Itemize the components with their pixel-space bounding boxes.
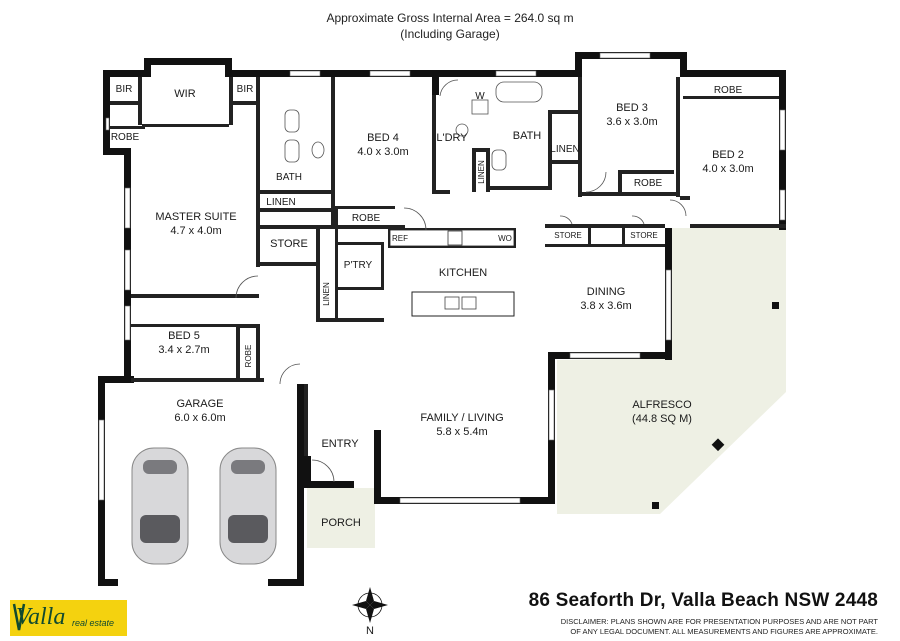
car-icon bbox=[131, 447, 189, 565]
label-pantry: P'TRY bbox=[344, 260, 373, 271]
label-robe-bed2: ROBE bbox=[714, 85, 743, 96]
label-garage-dims: 6.0 x 6.0m bbox=[174, 412, 225, 424]
label-bed3-dims: 3.6 x 3.0m bbox=[606, 116, 657, 128]
label-robe-bed4: ROBE bbox=[352, 213, 381, 224]
label-linen-laundry: LINEN bbox=[477, 160, 486, 184]
label-ref: REF bbox=[392, 234, 408, 243]
label-bed2-dims: 4.0 x 3.0m bbox=[702, 163, 753, 175]
label-store-center: STORE bbox=[270, 238, 308, 250]
compass-label: N bbox=[366, 625, 374, 637]
label-linen-ensuite: LINEN bbox=[266, 197, 295, 208]
label-robe-master: ROBE bbox=[111, 132, 140, 143]
kitchen-bench bbox=[389, 229, 515, 247]
label-bed3-name: BED 3 bbox=[616, 102, 648, 114]
label-kitchen: KITCHEN bbox=[439, 267, 487, 279]
label-linen-hall: LINEN bbox=[322, 282, 331, 306]
porch-area bbox=[307, 488, 375, 548]
label-bed4-name: BED 4 bbox=[367, 132, 399, 144]
label-family-dims: 5.8 x 5.4m bbox=[436, 426, 487, 438]
label-bed5-name: BED 5 bbox=[168, 330, 200, 342]
area-subtitle: (Including Garage) bbox=[400, 27, 500, 41]
label-wir: WIR bbox=[174, 88, 195, 100]
alfresco-area bbox=[557, 228, 786, 514]
label-bath-ensuite: BATH bbox=[276, 172, 302, 183]
logo-name: Valla bbox=[16, 604, 66, 630]
compass-icon bbox=[352, 587, 388, 623]
kitchen-island bbox=[411, 291, 515, 317]
label-robe-bed5: ROBE bbox=[244, 345, 253, 368]
agency-logo: Valla real estate bbox=[10, 600, 127, 636]
label-bir-right: BIR bbox=[237, 84, 254, 95]
label-bir-left: BIR bbox=[116, 84, 133, 95]
bath-fixtures bbox=[284, 81, 543, 171]
label-robe-bed3: ROBE bbox=[634, 178, 663, 189]
property-address: 86 Seaforth Dr, Valla Beach NSW 2448 bbox=[528, 590, 878, 611]
cooktop-icon bbox=[447, 230, 463, 246]
logo-mark-icon bbox=[12, 603, 26, 631]
label-w: W bbox=[475, 91, 485, 102]
label-bath-main: BATH bbox=[513, 130, 542, 142]
label-dining-dims: 3.8 x 3.6m bbox=[580, 300, 631, 312]
label-master-dims: 4.7 x 4.0m bbox=[170, 225, 221, 237]
label-store-right2: STORE bbox=[630, 231, 657, 240]
label-alfresco-name: ALFRESCO bbox=[632, 399, 692, 411]
label-family-name: FAMILY / LIVING bbox=[420, 412, 503, 424]
label-master-name: MASTER SUITE bbox=[155, 211, 236, 223]
label-porch: PORCH bbox=[321, 517, 361, 529]
label-dining-name: DINING bbox=[587, 286, 626, 298]
label-bed5-dims: 3.4 x 2.7m bbox=[158, 344, 209, 356]
label-alfresco-dims: (44.8 SQ M) bbox=[632, 413, 692, 425]
label-store-right1: STORE bbox=[554, 231, 581, 240]
sink-icon bbox=[461, 296, 477, 310]
logo-tagline: real estate bbox=[72, 618, 115, 628]
label-linen-bed3: LINEN bbox=[550, 144, 579, 155]
label-bed2-name: BED 2 bbox=[712, 149, 744, 161]
label-bed4-dims: 4.0 x 3.0m bbox=[357, 146, 408, 158]
label-wo: WO bbox=[498, 234, 512, 243]
door-swings bbox=[235, 79, 687, 483]
label-garage-name: GARAGE bbox=[176, 398, 223, 410]
disclaimer-line-2: OF ANY LEGAL DOCUMENT. ALL MEASUREMENTS … bbox=[570, 627, 878, 636]
car-icon bbox=[219, 447, 277, 565]
area-title: Approximate Gross Internal Area = 264.0 … bbox=[326, 11, 574, 25]
windows bbox=[98, 52, 786, 504]
sink-icon bbox=[444, 296, 460, 310]
label-entry: ENTRY bbox=[321, 438, 359, 450]
disclaimer-line-1: DISCLAIMER: PLANS SHOWN ARE FOR PRESENTA… bbox=[560, 617, 878, 626]
label-laundry: L'DRY bbox=[436, 132, 468, 144]
